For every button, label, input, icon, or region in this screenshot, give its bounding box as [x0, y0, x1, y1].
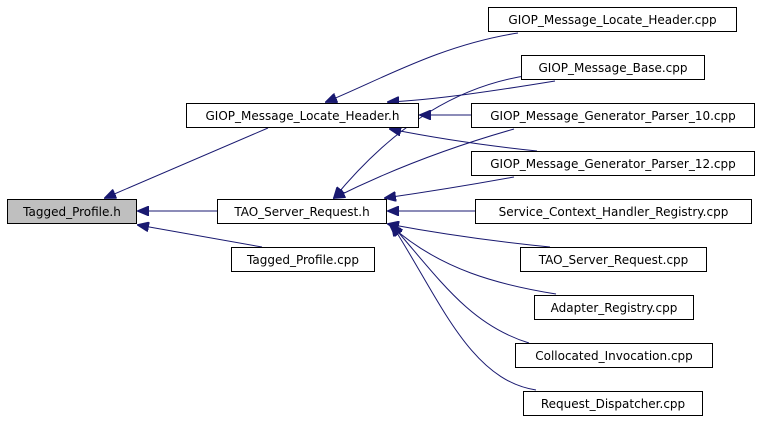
edge-parser12-cpp-to-server-request-h — [385, 176, 515, 198]
node-giop-message-generator-parser-12-cpp[interactable]: GIOP_Message_Generator_Parser_12.cpp — [471, 151, 755, 176]
edge-adapter-registry-cpp-to-server-request-h — [390, 225, 557, 295]
edge-base-cpp-to-server-request-h — [334, 72, 553, 198]
node-giop-message-generator-parser-10-cpp[interactable]: GIOP_Message_Generator_Parser_10.cpp — [471, 103, 755, 128]
edge-collocated-invocation-cpp-to-server-request-h — [392, 225, 530, 344]
node-tagged-profile-h: Tagged_Profile.h — [7, 199, 137, 224]
node-giop-message-base-cpp[interactable]: GIOP_Message_Base.cpp — [521, 55, 705, 80]
edge-request-dispatcher-cpp-to-server-request-h — [392, 225, 537, 391]
edge-base-cpp-to-locate-header-h — [388, 80, 556, 102]
edge-tagged-profile-cpp-to-tagged-profile-h — [138, 225, 263, 248]
node-tao-server-request-h[interactable]: TAO_Server_Request.h — [217, 199, 387, 224]
edge-server-request-cpp-to-server-request-h — [388, 224, 551, 248]
node-collocated-invocation-cpp[interactable]: Collocated_Invocation.cpp — [515, 343, 713, 368]
node-request-dispatcher-cpp[interactable]: Request_Dispatcher.cpp — [523, 391, 703, 416]
node-giop-message-locate-header-cpp[interactable]: GIOP_Message_Locate_Header.cpp — [488, 7, 737, 32]
node-giop-message-locate-header-h[interactable]: GIOP_Message_Locate_Header.h — [186, 103, 419, 128]
node-service-context-handler-registry-cpp[interactable]: Service_Context_Handler_Registry.cpp — [475, 199, 752, 224]
dependency-edges — [105, 32, 557, 391]
node-tao-server-request-cpp[interactable]: TAO_Server_Request.cpp — [520, 247, 707, 272]
node-tagged-profile-cpp[interactable]: Tagged_Profile.cpp — [231, 247, 375, 272]
edge-parser10-cpp-to-server-request-h — [334, 128, 515, 198]
node-adapter-registry-cpp[interactable]: Adapter_Registry.cpp — [534, 295, 694, 320]
edge-locate-header-cpp-to-locate-header-h — [326, 32, 519, 102]
edge-locate-header-h-to-tagged-profile-h — [105, 127, 269, 198]
edge-parser12-cpp-to-locate-header-h — [390, 129, 538, 152]
